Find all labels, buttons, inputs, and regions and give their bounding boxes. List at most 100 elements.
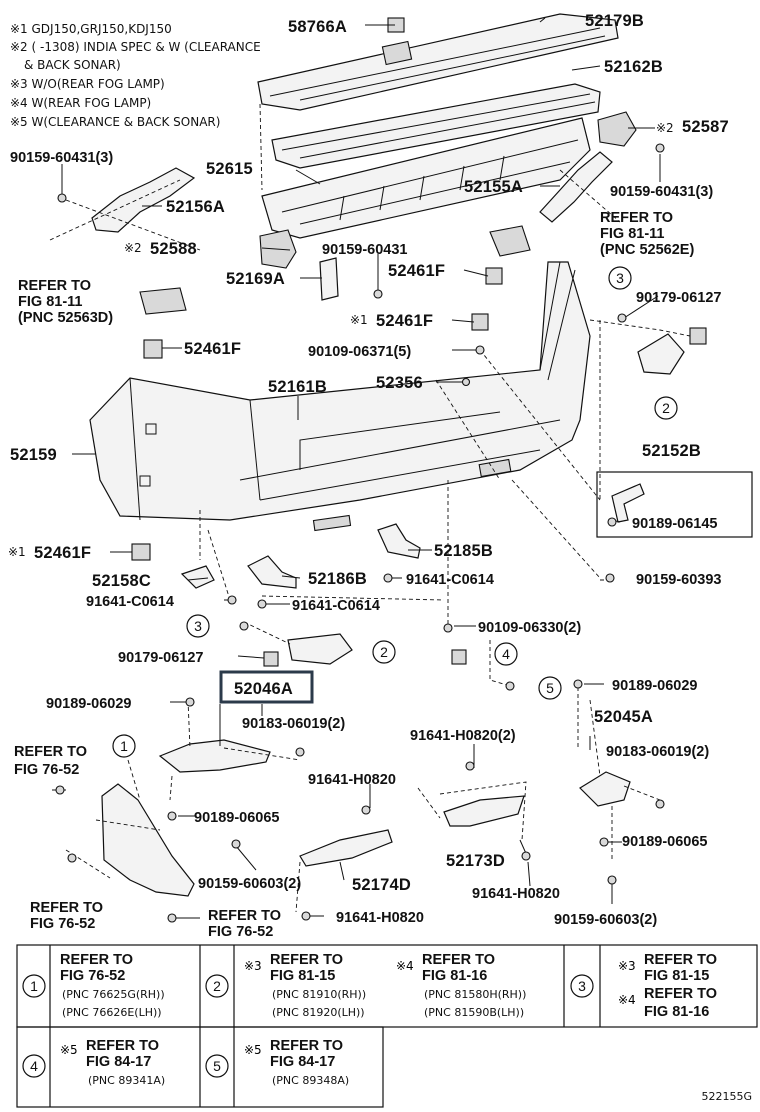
label-52162B[interactable]: 52162B: [604, 58, 663, 76]
label-52161B[interactable]: 52161B: [268, 378, 327, 396]
label-90189-06029-right[interactable]: 90189-06029: [612, 678, 697, 694]
refer-52562E-line2[interactable]: FIG 81-11: [600, 226, 664, 242]
label-52461F-a[interactable]: 52461F: [388, 262, 445, 280]
callout-3-top[interactable]: 3: [616, 270, 624, 286]
bracket-52156A[interactable]: [91, 167, 196, 233]
callout-2-top[interactable]: 2: [662, 400, 670, 416]
label-90159-60431-3-left[interactable]: 90159-60431(3): [10, 150, 113, 166]
label-90183-06019-2-right[interactable]: 90183-06019(2): [606, 744, 709, 760]
label-52461F-b[interactable]: 52461F: [376, 312, 433, 330]
refer-7652-b-line2[interactable]: FIG 76-52: [30, 916, 95, 932]
label-90159-60603-2-left[interactable]: 90159-60603(2): [198, 876, 301, 892]
refer-7652-c-line1[interactable]: REFER TO: [208, 908, 281, 924]
label-52179B[interactable]: 52179B: [585, 12, 644, 30]
step-pad-52179B[interactable]: [257, 13, 619, 111]
cover-52174D[interactable]: [299, 829, 393, 867]
label-52155A[interactable]: 52155A: [464, 178, 523, 196]
label-52185B[interactable]: 52185B: [434, 542, 493, 560]
label-52152B[interactable]: 52152B: [642, 442, 701, 460]
refer-52562E-line1[interactable]: REFER TO: [600, 210, 673, 226]
label-91641-H0820-b[interactable]: 91641-H0820: [472, 886, 560, 902]
bumper-cover-52159[interactable]: [89, 261, 591, 532]
label-52156A[interactable]: 52156A: [166, 198, 225, 216]
sensor-part-4[interactable]: [451, 649, 467, 665]
legend-4-line3: (PNC 89341A): [88, 1074, 165, 1087]
bracket-52186B[interactable]: [247, 555, 297, 589]
label-90159-60603-2-right[interactable]: 90159-60603(2): [554, 912, 657, 928]
label-90159-60431[interactable]: 90159-60431: [322, 242, 407, 258]
label-90189-06065-left[interactable]: 90189-06065: [194, 810, 279, 826]
part-52587[interactable]: [597, 111, 637, 147]
label-52169A[interactable]: 52169A: [226, 270, 285, 288]
retainer-52562E[interactable]: [489, 225, 531, 257]
label-52045A[interactable]: 52045A: [594, 708, 653, 726]
label-90189-06145[interactable]: 90189-06145: [632, 516, 717, 532]
refer-7652-a-line2[interactable]: FIG 76-52: [14, 762, 79, 778]
label-52046A[interactable]: 52046A: [234, 680, 293, 698]
pad-52461F-left[interactable]: [143, 339, 163, 359]
callout-2-low[interactable]: 2: [380, 644, 388, 660]
legend-4-mark: ※5: [60, 1043, 78, 1057]
label-52588[interactable]: 52588: [150, 240, 197, 258]
label-91641-H0820-c[interactable]: 91641-H0820: [336, 910, 424, 926]
label-52461F-c[interactable]: 52461F: [184, 340, 241, 358]
refer-52562E-line3[interactable]: (PNC 52562E): [600, 242, 694, 258]
label-52174D[interactable]: 52174D: [352, 876, 411, 894]
bracket-52158C[interactable]: [180, 565, 215, 589]
label-52159[interactable]: 52159: [10, 446, 57, 464]
label-91641-C0614-a[interactable]: 91641-C0614: [406, 572, 494, 588]
refer-52563D-line2[interactable]: FIG 81-11: [18, 294, 82, 310]
callout-3-low[interactable]: 3: [194, 618, 202, 634]
legend-circle-1: 1: [30, 978, 38, 994]
legend-circle-3: 3: [578, 978, 586, 994]
label-91641-H0820-2[interactable]: 91641-H0820(2): [410, 728, 516, 744]
refer-7652-c-line2[interactable]: FIG 76-52: [208, 924, 273, 940]
cover-52173D[interactable]: [443, 795, 525, 827]
energy-absorber-52615[interactable]: [261, 117, 591, 239]
lamp-left-lower[interactable]: [263, 633, 353, 667]
refer-7652-a-line1[interactable]: REFER TO: [14, 744, 87, 760]
bracket-52045A[interactable]: [579, 771, 631, 807]
reinforcement-52162B[interactable]: [271, 83, 601, 169]
bracket-52155A[interactable]: [539, 151, 613, 223]
label-90159-60431-3-right[interactable]: 90159-60431(3): [610, 184, 713, 200]
label-52587[interactable]: 52587: [682, 118, 729, 136]
bracket-52169A[interactable]: [319, 257, 339, 301]
refer-52563D-line1[interactable]: REFER TO: [18, 278, 91, 294]
label-91641-C0614-c[interactable]: 91641-C0614: [292, 598, 380, 614]
retainer-52563D[interactable]: [139, 287, 187, 315]
refer-7652-b-line1[interactable]: REFER TO: [30, 900, 103, 916]
label-90189-06065-right[interactable]: 90189-06065: [622, 834, 707, 850]
bracket-52185B[interactable]: [377, 523, 421, 559]
pad-52461F-mid[interactable]: [471, 313, 489, 331]
label-52158C[interactable]: 52158C: [92, 572, 151, 590]
label-90189-06029-left[interactable]: 90189-06029: [46, 696, 131, 712]
label-90179-06127-right[interactable]: 90179-06127: [636, 290, 721, 306]
callout-4[interactable]: 4: [502, 646, 510, 662]
callout-1[interactable]: 1: [120, 738, 128, 754]
bracket-52046A[interactable]: [158, 739, 271, 773]
label-52615[interactable]: 52615: [206, 160, 253, 178]
label-52356[interactable]: 52356: [376, 374, 423, 392]
label-90109-06330-2[interactable]: 90109-06330(2): [478, 620, 581, 636]
pad-52461F-top[interactable]: [485, 267, 503, 285]
label-90183-06019-2-left[interactable]: 90183-06019(2): [242, 716, 345, 732]
pad-52461F-low[interactable]: [131, 543, 151, 561]
label-52186B[interactable]: 52186B: [308, 570, 367, 588]
label-90159-60393[interactable]: 90159-60393: [636, 572, 721, 588]
label-58766A[interactable]: 58766A: [288, 18, 347, 36]
callout-5[interactable]: 5: [546, 680, 554, 696]
label-52173D[interactable]: 52173D: [446, 852, 505, 870]
note-1: ※1 GDJ150,GRJ150,KDJ150: [10, 22, 172, 36]
mudguard[interactable]: [101, 783, 195, 897]
legend-4-line2: FIG 84-17: [86, 1054, 151, 1070]
lamp-right-top[interactable]: [637, 327, 707, 375]
label-90179-06127-left[interactable]: 90179-06127: [118, 650, 203, 666]
label-91641-H0820-a[interactable]: 91641-H0820: [308, 772, 396, 788]
label-91641-C0614-b[interactable]: 91641-C0614: [86, 594, 174, 610]
label-52461F-d[interactable]: 52461F: [34, 544, 91, 562]
label-90109-06371-5[interactable]: 90109-06371(5): [308, 344, 411, 360]
legend-2b-line3: (PNC 81580H(RH)): [424, 988, 526, 1001]
refer-52563D-line3[interactable]: (PNC 52563D): [18, 310, 113, 326]
